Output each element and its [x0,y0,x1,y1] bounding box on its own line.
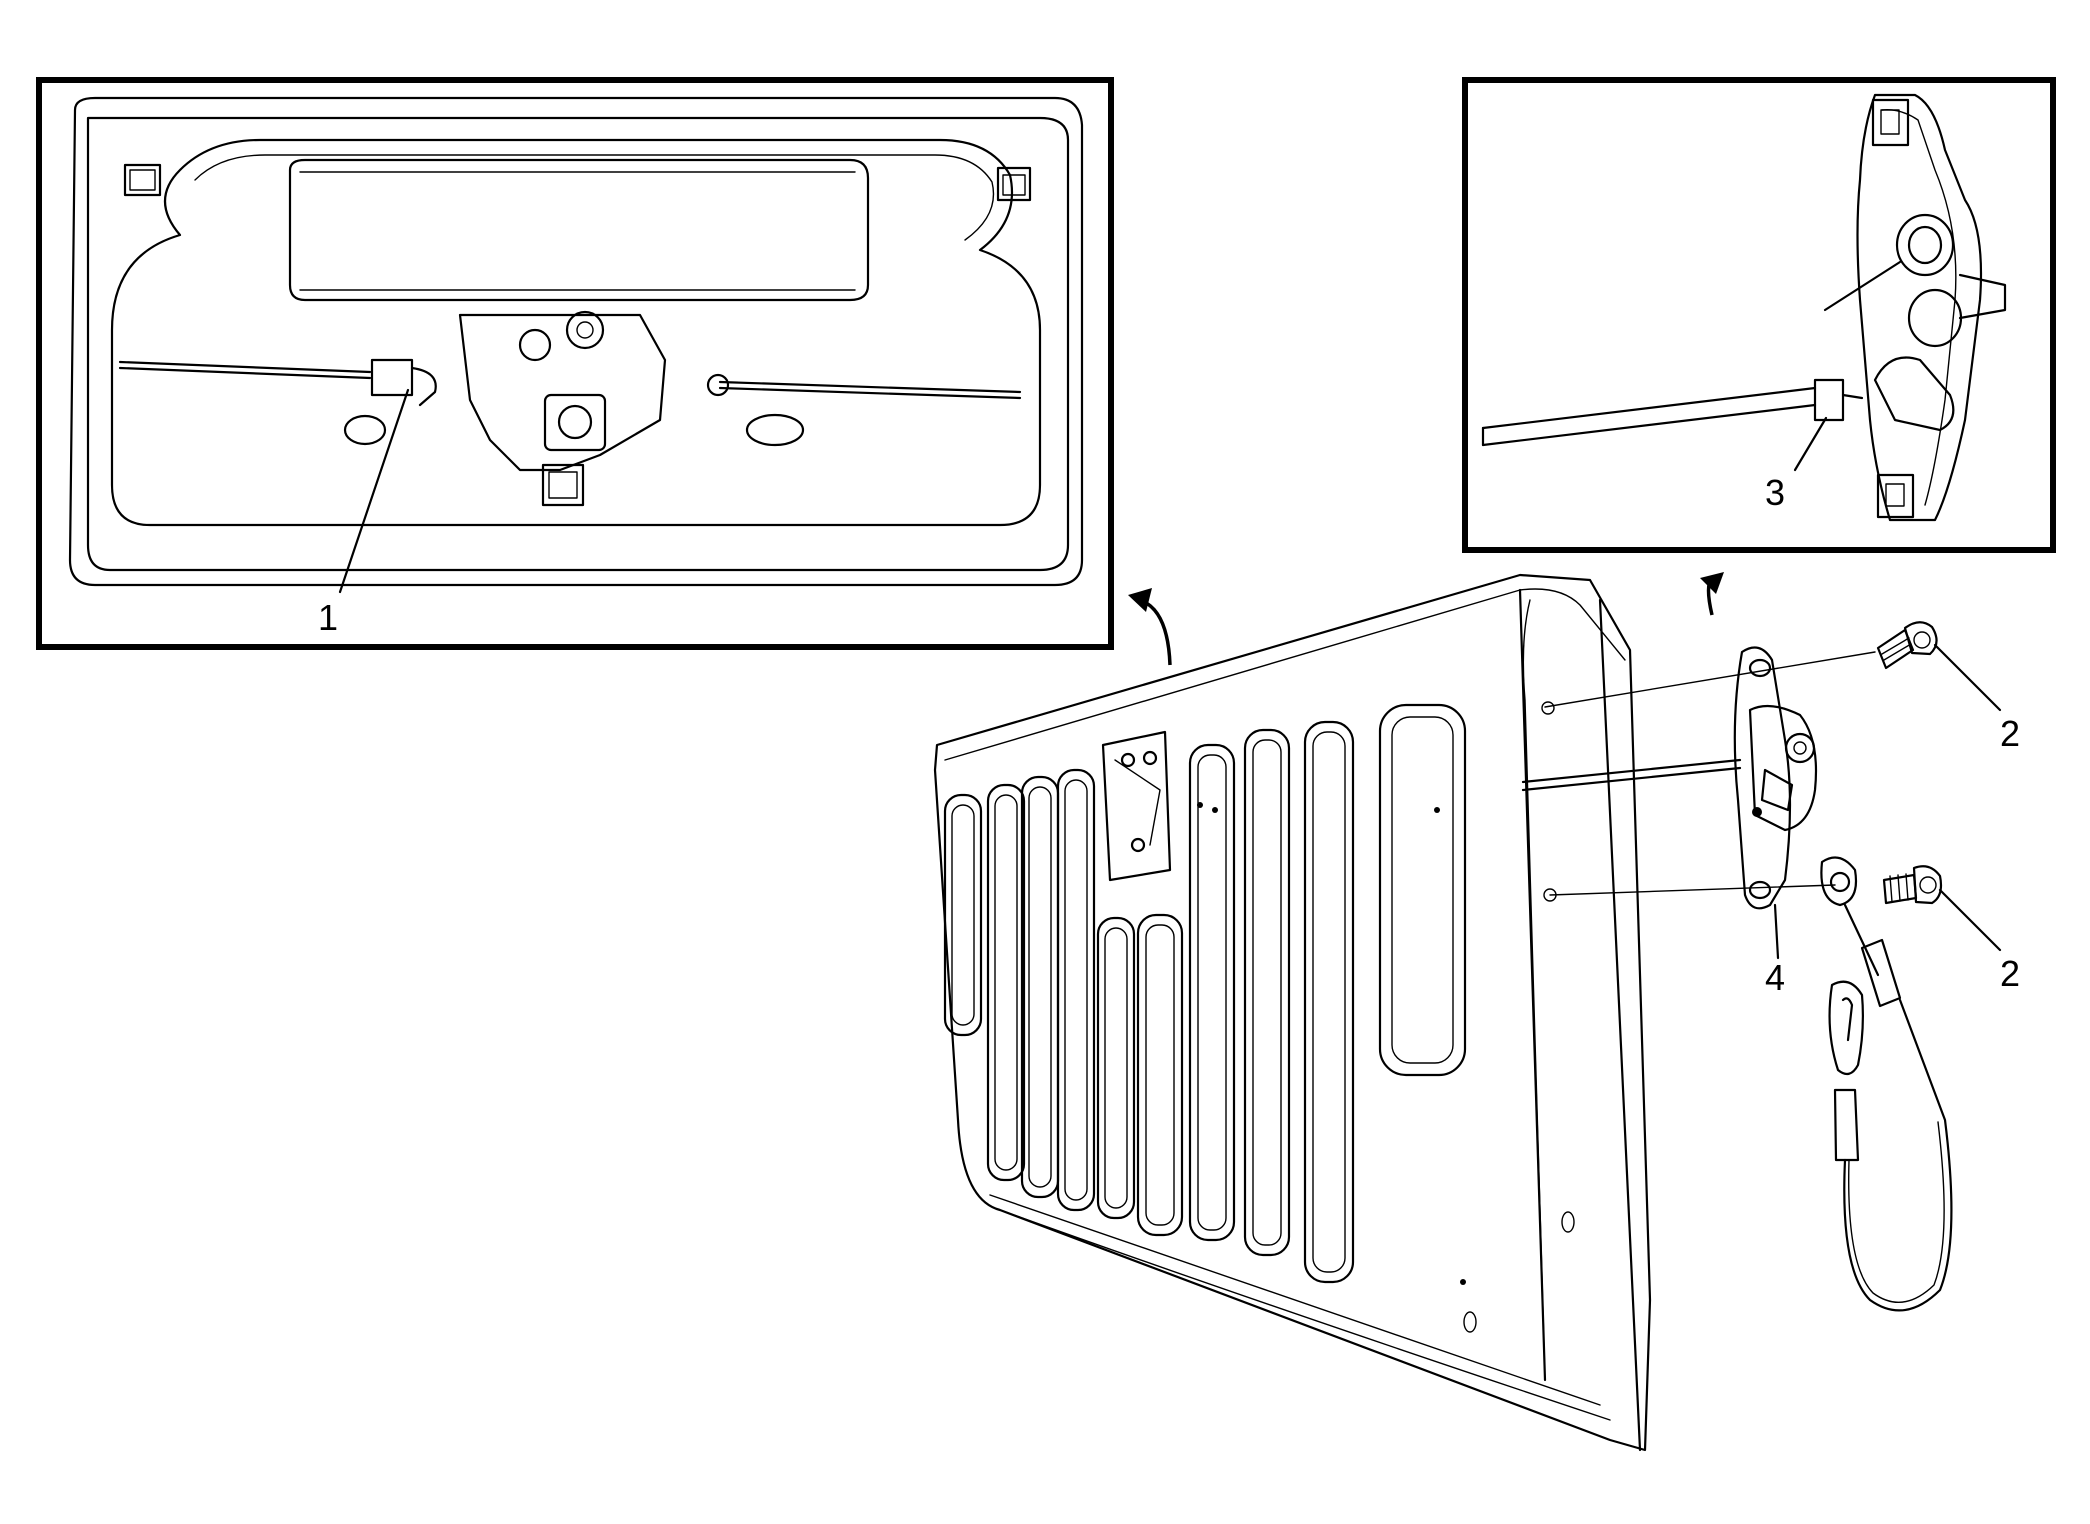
bolt-upper [1876,621,1938,670]
arrow-to-left-inset [1128,588,1172,666]
tailgate-inner-panel [933,573,1652,1452]
inset-handle-rear-view [36,77,1114,650]
inset-frame-right [1462,77,2056,553]
arrow-to-right-inset [1700,572,1724,616]
callout-3: 3 [1765,472,1785,513]
rod-clip-left [370,358,414,397]
inset-latch-view [1462,77,2056,553]
hinge-plate [1101,730,1172,882]
panel-ribs [943,703,1467,1284]
explode-line-upper [1544,651,1876,708]
bolt-lower [1882,865,1943,905]
callout-2-lower: 2 [2000,953,2020,994]
callout-2-upper: 2 [2000,713,2020,754]
callout-1: 1 [318,597,338,638]
inset-frame-left [36,77,1114,650]
support-cable [1820,856,1953,1312]
explode-line-lower [1549,884,1836,896]
callout-4: 4 [1765,957,1785,998]
rod-clip-right [1813,378,1845,422]
latch-assembly [1521,646,1818,910]
